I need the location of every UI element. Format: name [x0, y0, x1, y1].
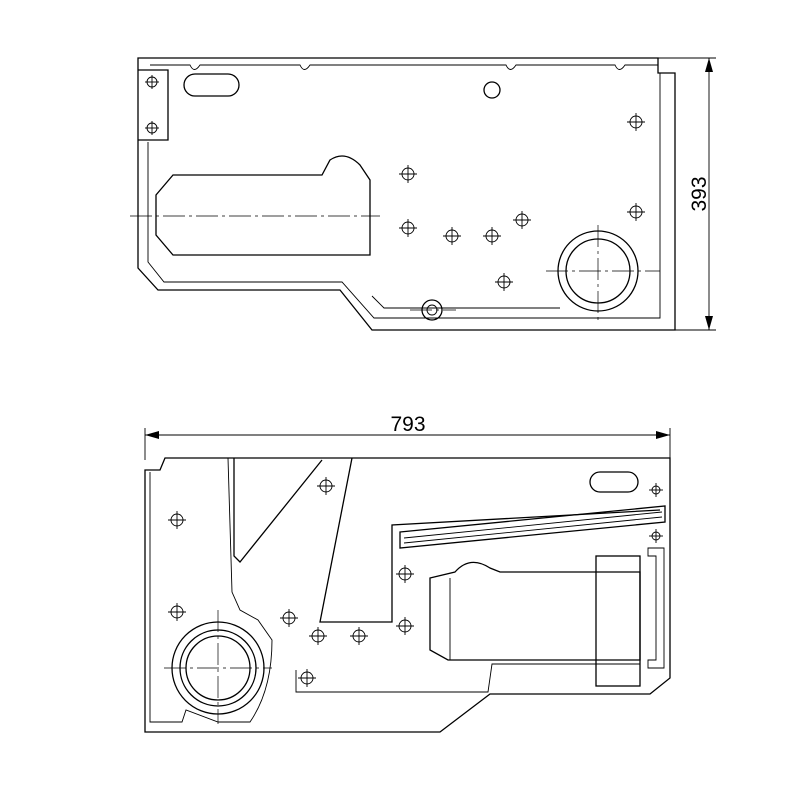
bottom-view-inner-wall: [149, 457, 273, 723]
slanted-wall: [319, 457, 661, 623]
hole: [145, 75, 159, 89]
angled-bar: [399, 505, 666, 549]
angled-bar-line: [403, 511, 663, 539]
top-boss-small: [483, 81, 501, 99]
lower-step: [295, 663, 640, 693]
right-block: [595, 555, 641, 687]
triangular-rib: [233, 458, 323, 563]
hole: [145, 121, 159, 135]
hole: [443, 227, 461, 245]
hole: [168, 603, 186, 621]
bottom-slot: [589, 471, 639, 493]
angled-bar-line: [403, 516, 663, 544]
hole: [399, 165, 417, 183]
hole: [350, 627, 368, 645]
left-flange: [138, 69, 169, 141]
hole: [168, 511, 186, 529]
top-view: [130, 57, 676, 331]
hole: [627, 203, 645, 221]
top-slot: [183, 73, 240, 97]
height-dimension: 393: [658, 57, 716, 331]
bottom-cavity: [429, 561, 641, 661]
hole: [483, 227, 501, 245]
top-view-inner-outline: [150, 64, 658, 70]
top-cavity: [155, 155, 371, 256]
top-view-outline: [137, 57, 676, 331]
hole: [495, 273, 513, 291]
height-dimension-label: 393: [688, 176, 711, 211]
top-view-inner-wall: [147, 73, 661, 319]
top-holes: [145, 75, 645, 291]
top-view-channel: [371, 295, 560, 309]
hole: [649, 483, 663, 497]
width-dimension: 793: [144, 413, 671, 460]
right-channel: [647, 547, 665, 669]
hole: [317, 477, 335, 495]
hole: [309, 627, 327, 645]
hole: [280, 609, 298, 627]
width-dimension-label: 793: [390, 413, 425, 436]
bottom-view: [144, 457, 671, 733]
hole: [396, 565, 414, 583]
bottom-holes: [168, 477, 663, 687]
hole: [513, 211, 531, 229]
hole: [649, 529, 663, 543]
bottom-view-outline: [144, 457, 671, 733]
hole: [298, 669, 316, 687]
hole: [399, 219, 417, 237]
hole: [396, 617, 414, 635]
hole: [627, 113, 645, 131]
